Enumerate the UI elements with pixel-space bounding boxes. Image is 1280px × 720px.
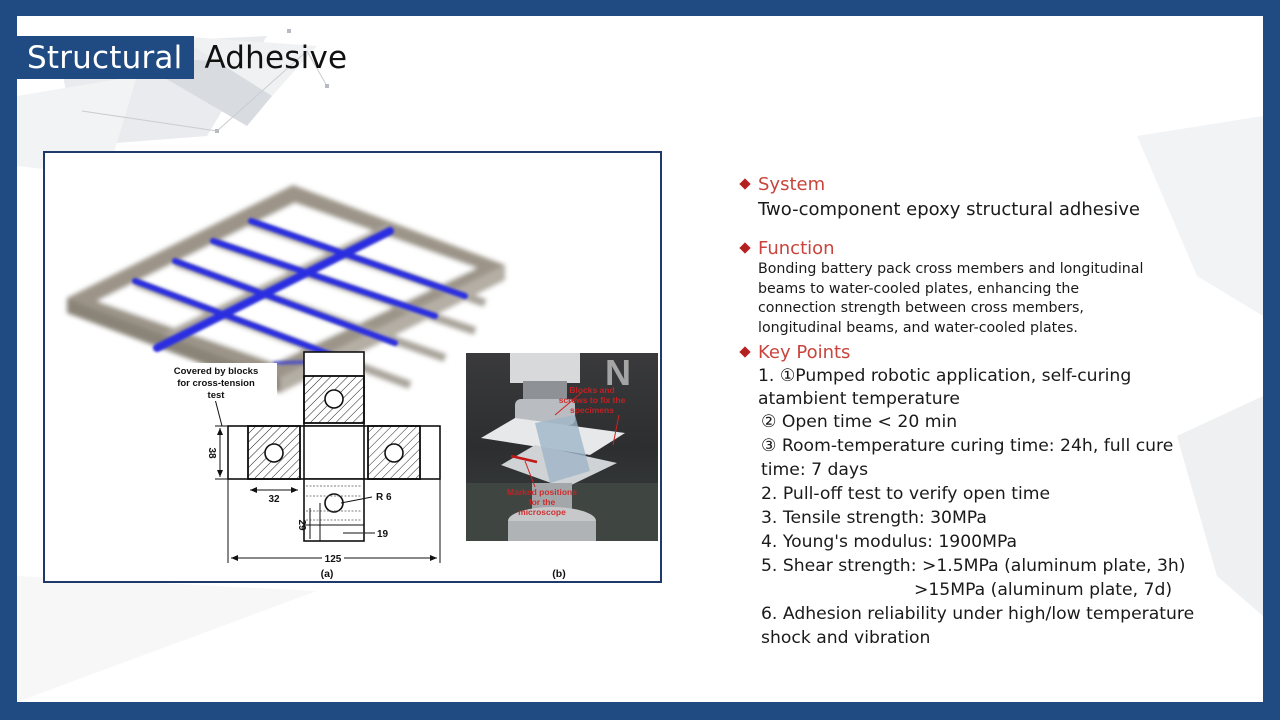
- title-highlight: Structural: [17, 36, 195, 79]
- function-line: Bonding battery pack cross members and l…: [758, 261, 1144, 277]
- photo-annotation-5: for the: [529, 497, 556, 507]
- section-function-heading: Function: [737, 236, 1257, 260]
- photo-annotation-4: Marked positions: [507, 487, 577, 497]
- function-body: Bonding battery pack cross members and l…: [758, 260, 1257, 338]
- photo-annotation-6: microscope: [518, 507, 566, 517]
- section-key-points-heading: Key Points: [737, 340, 1257, 364]
- key-point-line: atambient temperature: [758, 389, 960, 409]
- dim-32: 32: [268, 494, 280, 505]
- annotation-covered-line3: test: [208, 390, 226, 401]
- function-line: beams to water-cooled plates, enhancing …: [758, 280, 1080, 297]
- photo-annotation-1: Blocks and: [569, 385, 614, 395]
- title-rest: Adhesive: [204, 39, 348, 76]
- cross-tension-drawing: [214, 351, 441, 563]
- diamond-bullet-icon: [739, 346, 751, 358]
- key-point-line: 6. Adhesion reliability under high/low t…: [761, 604, 1195, 624]
- dim-19: 19: [377, 529, 389, 540]
- key-point-line: ③ Room-temperature curing time: 24h, ful…: [761, 436, 1174, 456]
- key-points-heading-text: Key Points: [758, 341, 851, 363]
- system-heading-text: System: [758, 173, 826, 195]
- label-b: (b): [552, 568, 565, 580]
- key-point-line: shock and vibration: [761, 628, 931, 648]
- label-a: (a): [321, 568, 334, 580]
- key-point-line: 5. Shear strength: >1.5MPa (aluminum pla…: [761, 556, 1186, 576]
- function-line: connection strength between cross member…: [758, 300, 1084, 316]
- annotation-covered-line2: for cross-tension: [177, 378, 255, 389]
- section-system-heading: System: [737, 172, 1257, 196]
- photo-annotation-2: screws to fix the: [559, 395, 626, 405]
- key-point-line: ② Open time < 20 min: [761, 412, 958, 432]
- key-point-line: time: 7 days: [761, 460, 869, 480]
- dim-r6: R 6: [376, 492, 392, 503]
- test-photo: N Blocks and screws to fix the specimens…: [466, 352, 658, 541]
- key-point-line: 2. Pull-off test to verify open time: [761, 484, 1051, 504]
- slide-title: Structural Adhesive: [17, 36, 347, 79]
- diamond-bullet-icon: [739, 242, 751, 254]
- photo-annotation-3: specimens: [570, 405, 614, 415]
- diamond-bullet-icon: [739, 178, 751, 190]
- text-panel: System Two-component epoxy structural ad…: [737, 172, 1257, 650]
- key-point-line: 1. ①Pumped robotic application, self-cur…: [758, 366, 1132, 386]
- key-points-list: 1. ①Pumped robotic application, self-cur…: [758, 364, 1257, 650]
- figure-panel: Covered by blocks for cross-tension test…: [43, 151, 662, 583]
- key-point-line: >15MPa (aluminum plate, 7d): [761, 580, 1173, 600]
- dim-38: 38: [206, 447, 217, 459]
- battery-frame-illustration: Covered by blocks for cross-tension test…: [67, 185, 658, 580]
- key-point-line: 4. Young's modulus: 1900MPa: [761, 532, 1018, 552]
- function-heading-text: Function: [758, 237, 835, 259]
- key-point-line: 3. Tensile strength: 30MPa: [761, 508, 987, 528]
- slide: Structural Adhesive: [17, 16, 1263, 702]
- system-body: Two-component epoxy structural adhesive: [758, 199, 1140, 220]
- function-line: longitudinal beams, and water-cooled pla…: [758, 319, 1078, 336]
- svg-text:N: N: [605, 352, 631, 393]
- dim-125: 125: [325, 554, 342, 565]
- annotation-covered-line1: Covered by blocks: [174, 366, 258, 377]
- dim-29: 29: [296, 519, 307, 531]
